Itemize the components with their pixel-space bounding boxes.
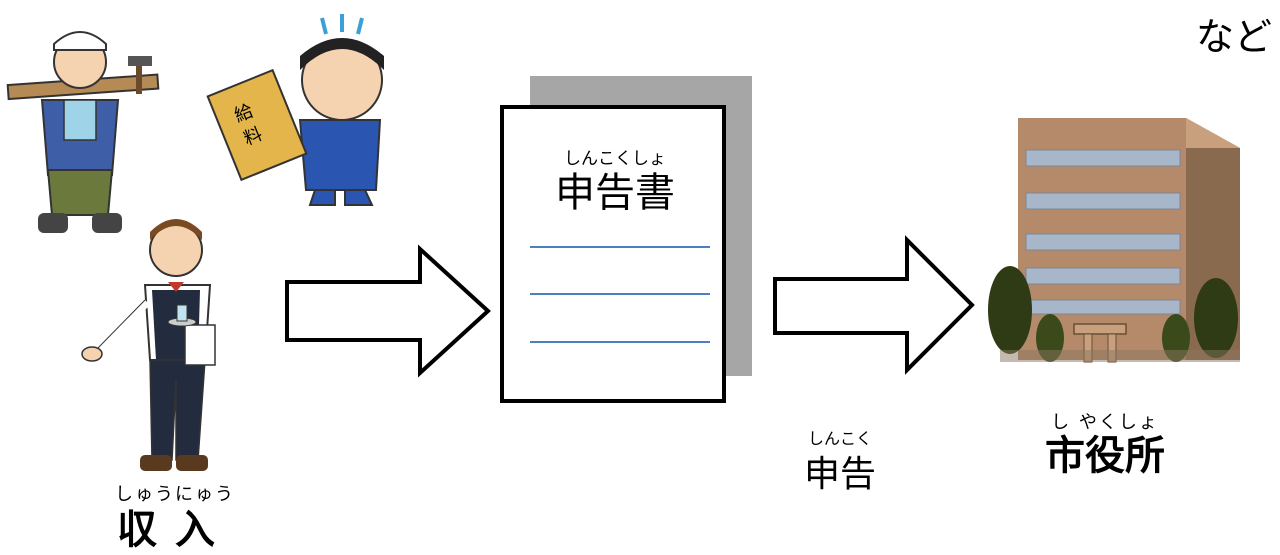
diagram-canvas: 給 料 <box>6 14 1240 471</box>
arrow-to-city-hall <box>773 235 975 375</box>
arrow-to-form <box>285 244 491 378</box>
salary-worker-icon: 給 料 <box>206 14 384 206</box>
waiter-icon <box>81 219 216 471</box>
city-hall-label: 市役所 <box>1045 433 1165 479</box>
declaration-label: 申告 <box>803 454 876 495</box>
document-title: 申告書 <box>555 170 675 216</box>
document-title-ruby: しんこくしょ <box>564 149 666 169</box>
income-label: 収入 <box>117 507 233 553</box>
city-hall-building-icon <box>988 118 1240 363</box>
document-page <box>500 105 726 403</box>
etc-label: など <box>1196 15 1273 59</box>
city-hall-ruby: し やくしょ <box>1051 412 1159 433</box>
income-ruby: しゅうにゅう <box>115 484 235 505</box>
carpenter-icon <box>6 31 160 233</box>
declaration-ruby: しんこく <box>807 429 872 448</box>
